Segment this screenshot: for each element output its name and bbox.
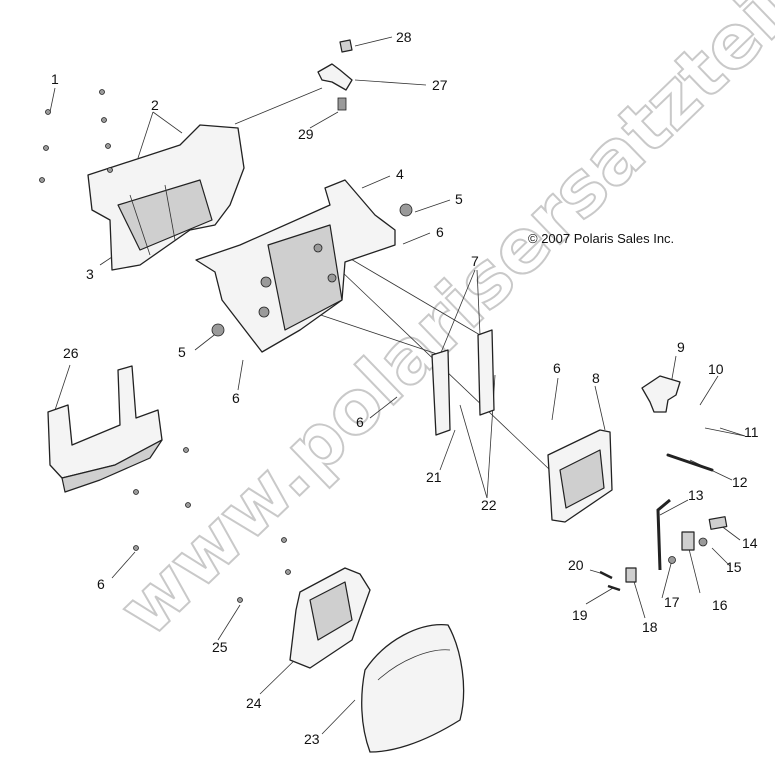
callout-labels: 1 2 3 4 5 5 6 6 6 6 6 7 8 9 10 11 12 13 …	[51, 29, 759, 747]
part-24-seat-base	[289, 567, 371, 669]
small-parts	[599, 516, 728, 592]
part-7-rails	[431, 329, 495, 436]
callout-9: 9	[677, 339, 685, 355]
callout-4: 4	[396, 166, 404, 182]
callout-18: 18	[642, 619, 658, 635]
callout-6c: 6	[356, 414, 364, 430]
callout-15: 15	[726, 559, 742, 575]
callout-29: 29	[298, 126, 314, 142]
callout-23: 23	[304, 731, 320, 747]
part-12-rod	[666, 453, 714, 472]
callout-28: 28	[396, 29, 412, 45]
callout-5a: 5	[455, 191, 463, 207]
callout-27: 27	[432, 77, 448, 93]
callout-20: 20	[568, 557, 584, 573]
callout-13: 13	[688, 487, 704, 503]
fasteners	[39, 89, 413, 603]
callout-14: 14	[742, 535, 758, 551]
callout-6d: 6	[553, 360, 561, 376]
callout-6a: 6	[436, 224, 444, 240]
part-13-bent-rod	[656, 498, 671, 571]
callout-26: 26	[63, 345, 79, 361]
part-8-back-plate	[547, 429, 613, 523]
callout-22: 22	[481, 497, 497, 513]
leader-lines	[49, 36, 746, 735]
callout-5b: 5	[178, 344, 186, 360]
callout-2: 2	[151, 97, 159, 113]
part-3-seat-bracket	[87, 124, 245, 271]
copyright-notice: © 2007 Polaris Sales Inc.	[528, 231, 674, 246]
callout-19: 19	[572, 607, 588, 623]
callout-21: 21	[426, 469, 442, 485]
parts-27-28-29	[317, 39, 353, 111]
part-9-latch	[641, 375, 681, 413]
callout-3: 3	[86, 266, 94, 282]
callout-24: 24	[246, 695, 262, 711]
watermark-text: www.polarisersatzteile.de	[103, 0, 775, 653]
callout-12: 12	[732, 474, 748, 490]
part-26-shield	[47, 365, 163, 493]
watermark: www.polarisersatzteile.de	[102, 0, 775, 654]
callout-6e: 6	[97, 576, 105, 592]
callout-7: 7	[471, 253, 479, 269]
callout-25: 25	[212, 639, 228, 655]
callout-10: 10	[708, 361, 724, 377]
callout-11: 11	[744, 424, 759, 440]
part-4-main-frame	[195, 179, 396, 353]
callout-8: 8	[592, 370, 600, 386]
callout-1: 1	[51, 71, 59, 87]
part-23-cushion	[361, 624, 465, 753]
callout-16: 16	[712, 597, 728, 613]
callout-17: 17	[664, 594, 680, 610]
callout-6b: 6	[232, 390, 240, 406]
